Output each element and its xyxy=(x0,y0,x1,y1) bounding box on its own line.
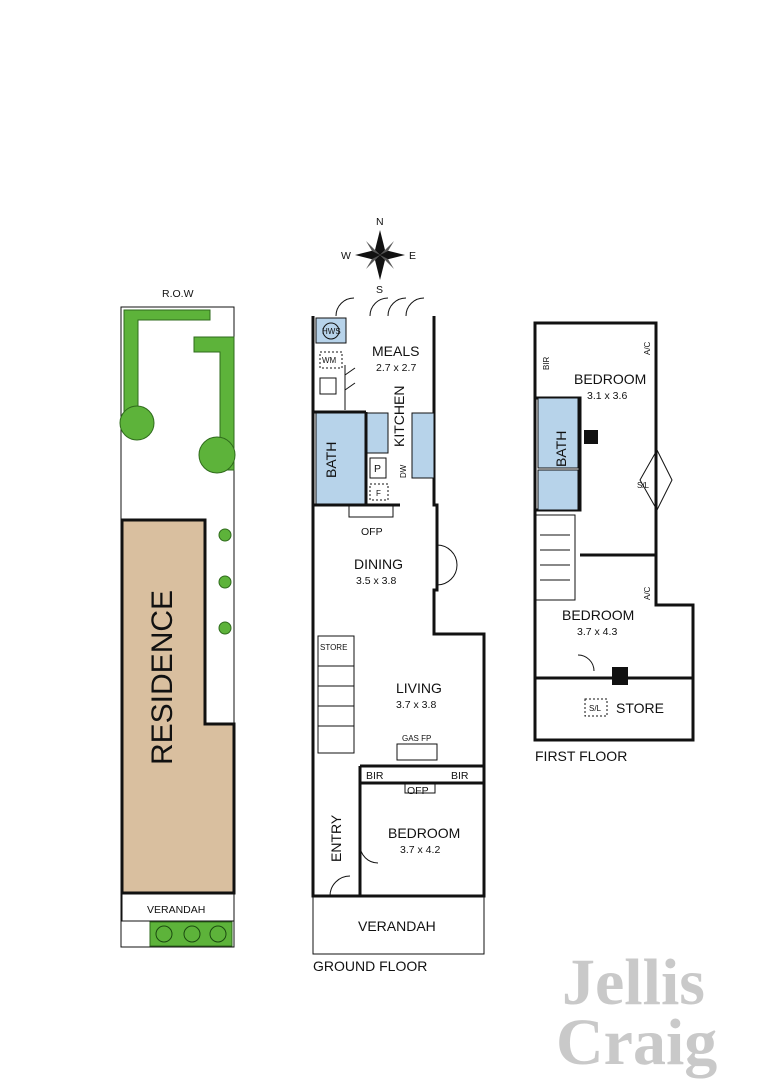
tree-icon xyxy=(198,436,236,474)
ground-verandah xyxy=(312,895,485,955)
first-floor-outer-wall xyxy=(533,321,695,742)
wm-box xyxy=(319,351,343,369)
first-store-label: STORE xyxy=(616,700,664,716)
ground-store-label: STORE xyxy=(320,643,347,652)
shrub-icon xyxy=(183,925,201,943)
jellis-craig-logo: Jellis Craig xyxy=(556,946,717,1079)
tree-icon xyxy=(119,405,155,441)
rear-doors-icon xyxy=(335,297,425,317)
shrub-icon xyxy=(218,621,232,635)
shrub-icon xyxy=(218,528,232,542)
ac-mid-label: A/C xyxy=(643,586,652,600)
shrub-icon xyxy=(155,925,173,943)
p-label: P xyxy=(374,463,381,475)
garden-bed-left xyxy=(123,309,211,413)
ground-floor-title: GROUND FLOOR xyxy=(313,958,427,974)
pantry-box xyxy=(369,457,387,479)
hws-label: HWS xyxy=(322,327,341,336)
compass-s: S xyxy=(376,284,383,296)
trough-icon xyxy=(319,377,337,395)
bedroom-top-dims: 3.1 x 3.6 xyxy=(587,390,627,402)
ground-bath-area xyxy=(315,412,367,506)
site-plan: R.O.W RESIDENCE VERANDAH xyxy=(119,288,236,948)
dining-side-door-icon xyxy=(436,544,458,586)
first-bir-label: BIR xyxy=(542,356,551,370)
kitchen-label: KITCHEN xyxy=(391,386,407,447)
fridge-box xyxy=(369,483,389,501)
living-name: LIVING xyxy=(396,680,442,696)
stair-block xyxy=(317,635,355,754)
store-door-icon xyxy=(577,654,595,672)
ofp-dining-icon xyxy=(348,504,394,518)
meals-name: MEALS xyxy=(372,343,419,359)
brand-line1: Jellis xyxy=(562,946,705,1019)
ground-verandah-label: VERANDAH xyxy=(358,918,436,934)
bir-left-label: BIR xyxy=(366,770,384,782)
compass-n: N xyxy=(376,216,384,228)
landing-void xyxy=(639,448,673,512)
dw-label: DW xyxy=(399,464,408,478)
living-dims: 3.7 x 3.8 xyxy=(396,699,436,711)
sl-store-label: S/L xyxy=(589,704,602,713)
kitchen-bench xyxy=(365,412,389,454)
f-label: F xyxy=(376,489,381,498)
kitchen-sink-bench xyxy=(411,412,435,479)
bedroom-mid-name: BEDROOM xyxy=(562,607,634,623)
chimney-block xyxy=(612,667,628,685)
brand-line2: Craig xyxy=(556,1006,717,1079)
first-floor-title: FIRST FLOOR xyxy=(535,748,627,764)
dining-dims: 3.5 x 3.8 xyxy=(356,575,396,587)
ofp-bedroom-label: OFP xyxy=(407,785,429,797)
first-shower-area xyxy=(537,469,579,511)
bedroom-dims: 3.7 x 4.2 xyxy=(400,844,440,856)
first-floor-plan: S/L S/L BEDROOM 3.1 x 3.6 BEDROOM 3.7 x … xyxy=(533,321,695,764)
sl-landing-label: S/L xyxy=(637,481,650,490)
hws-icon xyxy=(322,322,340,340)
meals-dims: 2.7 x 2.7 xyxy=(376,362,416,374)
sl-store-box xyxy=(584,698,608,717)
first-bath-label: BATH xyxy=(553,431,569,467)
compass-w: W xyxy=(341,250,351,262)
laundry-door-icon xyxy=(344,365,356,410)
first-stair-treads xyxy=(540,534,570,581)
first-stair xyxy=(535,514,576,601)
bedroom-name: BEDROOM xyxy=(388,825,460,841)
ofp-bedroom-icon xyxy=(404,782,436,794)
bedroom-mid-dims: 3.7 x 4.3 xyxy=(577,626,617,638)
entry-label: ENTRY xyxy=(328,814,344,862)
dining-name: DINING xyxy=(354,556,403,572)
row-label: R.O.W xyxy=(162,288,194,300)
front-door-icon xyxy=(329,875,351,897)
ofp-dining-label: OFP xyxy=(361,526,383,538)
wm-label: WM xyxy=(322,356,337,365)
shrub-icon xyxy=(209,925,227,943)
shrub-icon xyxy=(218,575,232,589)
residence-label: RESIDENCE xyxy=(146,590,179,765)
ground-bath-label: BATH xyxy=(323,442,339,478)
site-verandah-label: VERANDAH xyxy=(147,904,205,916)
gas-fp-icon xyxy=(396,743,438,761)
site-verandah xyxy=(121,892,235,922)
bedroom-top-name: BEDROOM xyxy=(574,371,646,387)
bedroom-door-icon xyxy=(359,844,379,864)
chimney-block xyxy=(584,430,598,444)
ac-top-label: A/C xyxy=(643,341,652,355)
compass-rose: N S E W xyxy=(341,216,416,296)
stair-treads xyxy=(318,665,354,727)
first-bath-area xyxy=(537,397,579,469)
gas-fp-label: GAS FP xyxy=(402,734,431,743)
compass-e: E xyxy=(409,250,416,262)
ground-floor-plan: HWS WM P F OFP STORE GAS FP OFP BIR BIR … xyxy=(311,297,486,974)
bir-right-label: BIR xyxy=(451,770,469,782)
